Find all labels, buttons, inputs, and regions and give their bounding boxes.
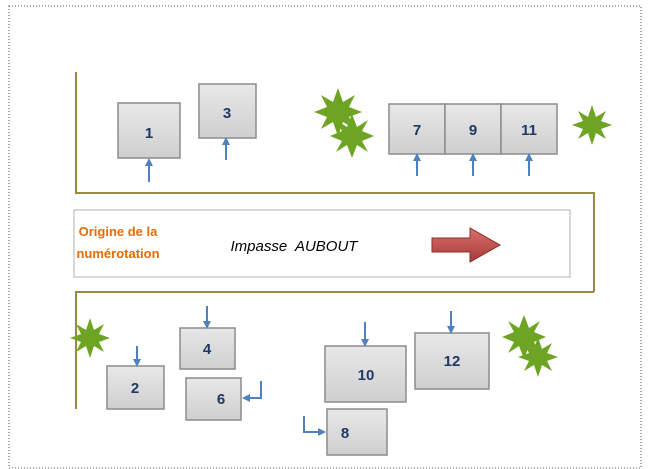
house-7-number: 7 (413, 122, 421, 139)
origin-label-line2: numérotation (76, 246, 159, 261)
origin-label-line1: Origine de la (79, 224, 159, 239)
direction-arrow-icon (431, 227, 502, 263)
house-1: 1 (117, 102, 181, 159)
house-3-number: 3 (223, 105, 231, 122)
house-4: 4 (179, 327, 236, 370)
house-7: 7 (388, 103, 446, 155)
house-8: 8 (326, 408, 388, 456)
house-12: 12 (414, 332, 490, 390)
house-8-number: 8 (341, 425, 349, 442)
street-outline-bottom (75, 291, 594, 409)
house-11: 11 (500, 103, 558, 155)
access-arrow-icon (303, 416, 326, 436)
house-2: 2 (106, 365, 165, 410)
house-4-number: 4 (203, 341, 212, 358)
house-9-number: 9 (469, 122, 477, 139)
tree-icon (330, 114, 374, 158)
access-arrow-icon (242, 381, 262, 402)
house-10-number: 10 (358, 367, 375, 384)
house-10: 10 (324, 345, 407, 403)
house-3: 3 (198, 83, 257, 139)
tree-icon (572, 105, 612, 145)
tree-icon (70, 318, 110, 358)
house-1-number: 1 (145, 125, 153, 142)
page-border (8, 5, 642, 469)
house-9: 9 (444, 103, 502, 155)
house-6-number: 6 (217, 391, 225, 408)
street-name: Impasse AUBOUT (231, 238, 360, 255)
house-11-number: 11 (521, 122, 537, 139)
street-outline-top (75, 72, 595, 292)
tree-icon (518, 337, 558, 377)
house-6: 6 (185, 377, 242, 421)
house-12-number: 12 (444, 353, 461, 370)
house-2-number: 2 (131, 380, 139, 397)
